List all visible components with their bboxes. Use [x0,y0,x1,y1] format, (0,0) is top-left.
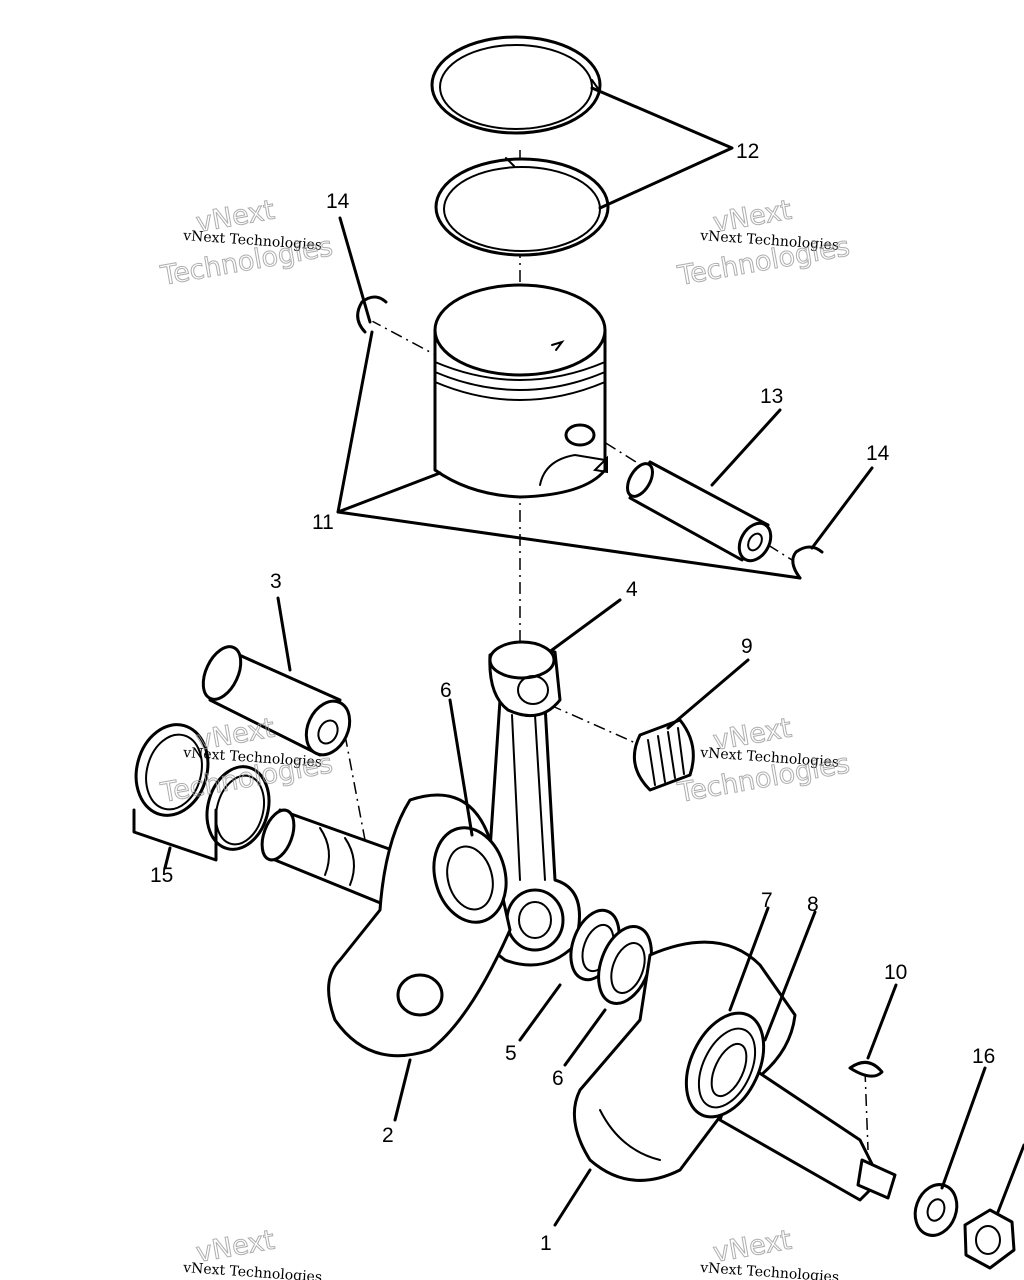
callout-14-right: 14 [866,442,890,465]
watermark-bottom-left: vNext Technologies vNext [182,1224,323,1280]
piston-pin[interactable] [622,459,777,566]
watermark-top-right: vNext Technologies vNext Technologies [674,194,852,292]
woodruff-key[interactable] [848,1060,884,1078]
callout-2: 2 [382,1124,394,1147]
oil-seal-inner[interactable] [198,760,278,857]
callout-1: 1 [540,1232,552,1255]
piston-ring-lower[interactable] [434,157,610,257]
connecting-rod[interactable] [479,640,581,967]
oil-seal-outer[interactable] [126,717,217,824]
callout-6-upper: 6 [440,679,452,702]
callout-9: 9 [741,635,753,658]
needle-bearing[interactable] [632,718,695,792]
crankpin-axis-line [344,734,366,841]
callout-5: 5 [505,1042,517,1065]
svg-text:vNext: vNext [711,195,794,239]
crank-pin[interactable] [196,641,358,762]
callout-3: 3 [270,570,282,593]
svg-text:vNext: vNext [711,1225,794,1269]
callout-7: 7 [761,889,773,912]
watermark-bottom-right: vNext Technologies vNext [699,1224,840,1280]
watermark-top-left: vNext Technologies vNext Technologies [157,194,335,292]
callout-12: 12 [736,140,759,163]
key-axis-line [864,1069,869,1151]
crankshaft-right-half[interactable] [572,940,897,1202]
svg-text:vNext: vNext [194,1225,277,1269]
callout-13: 13 [760,385,783,408]
callout-16: 16 [972,1045,995,1068]
piston[interactable] [433,283,608,499]
callout-numbers: 12 14 11 13 14 4 9 3 6 15 7 8 10 5 6 16 … [150,140,995,1255]
circlip-right[interactable] [791,545,824,580]
callout-10: 10 [884,961,907,984]
callout-14-left: 14 [326,190,350,213]
crankshaft-left-half[interactable] [256,793,516,1058]
callout-6-lower: 6 [552,1067,564,1090]
circlip-left[interactable] [356,295,388,334]
svg-text:vNext: vNext [194,195,277,239]
piston-ring-upper[interactable] [430,35,602,135]
leader-lines [132,86,1024,1227]
callout-8: 8 [807,893,819,916]
bearing-axis-line [549,704,641,746]
callout-11: 11 [312,511,334,534]
thrust-washer-right[interactable] [589,919,661,1011]
pin-axis-line [369,319,446,361]
crank-nut[interactable] [963,1208,1016,1270]
lock-washer[interactable] [908,1179,963,1242]
callout-4: 4 [626,578,638,601]
watermark-middle-right: vNext Technologies vNext Technologies [674,712,852,809]
callout-15: 15 [150,864,173,887]
